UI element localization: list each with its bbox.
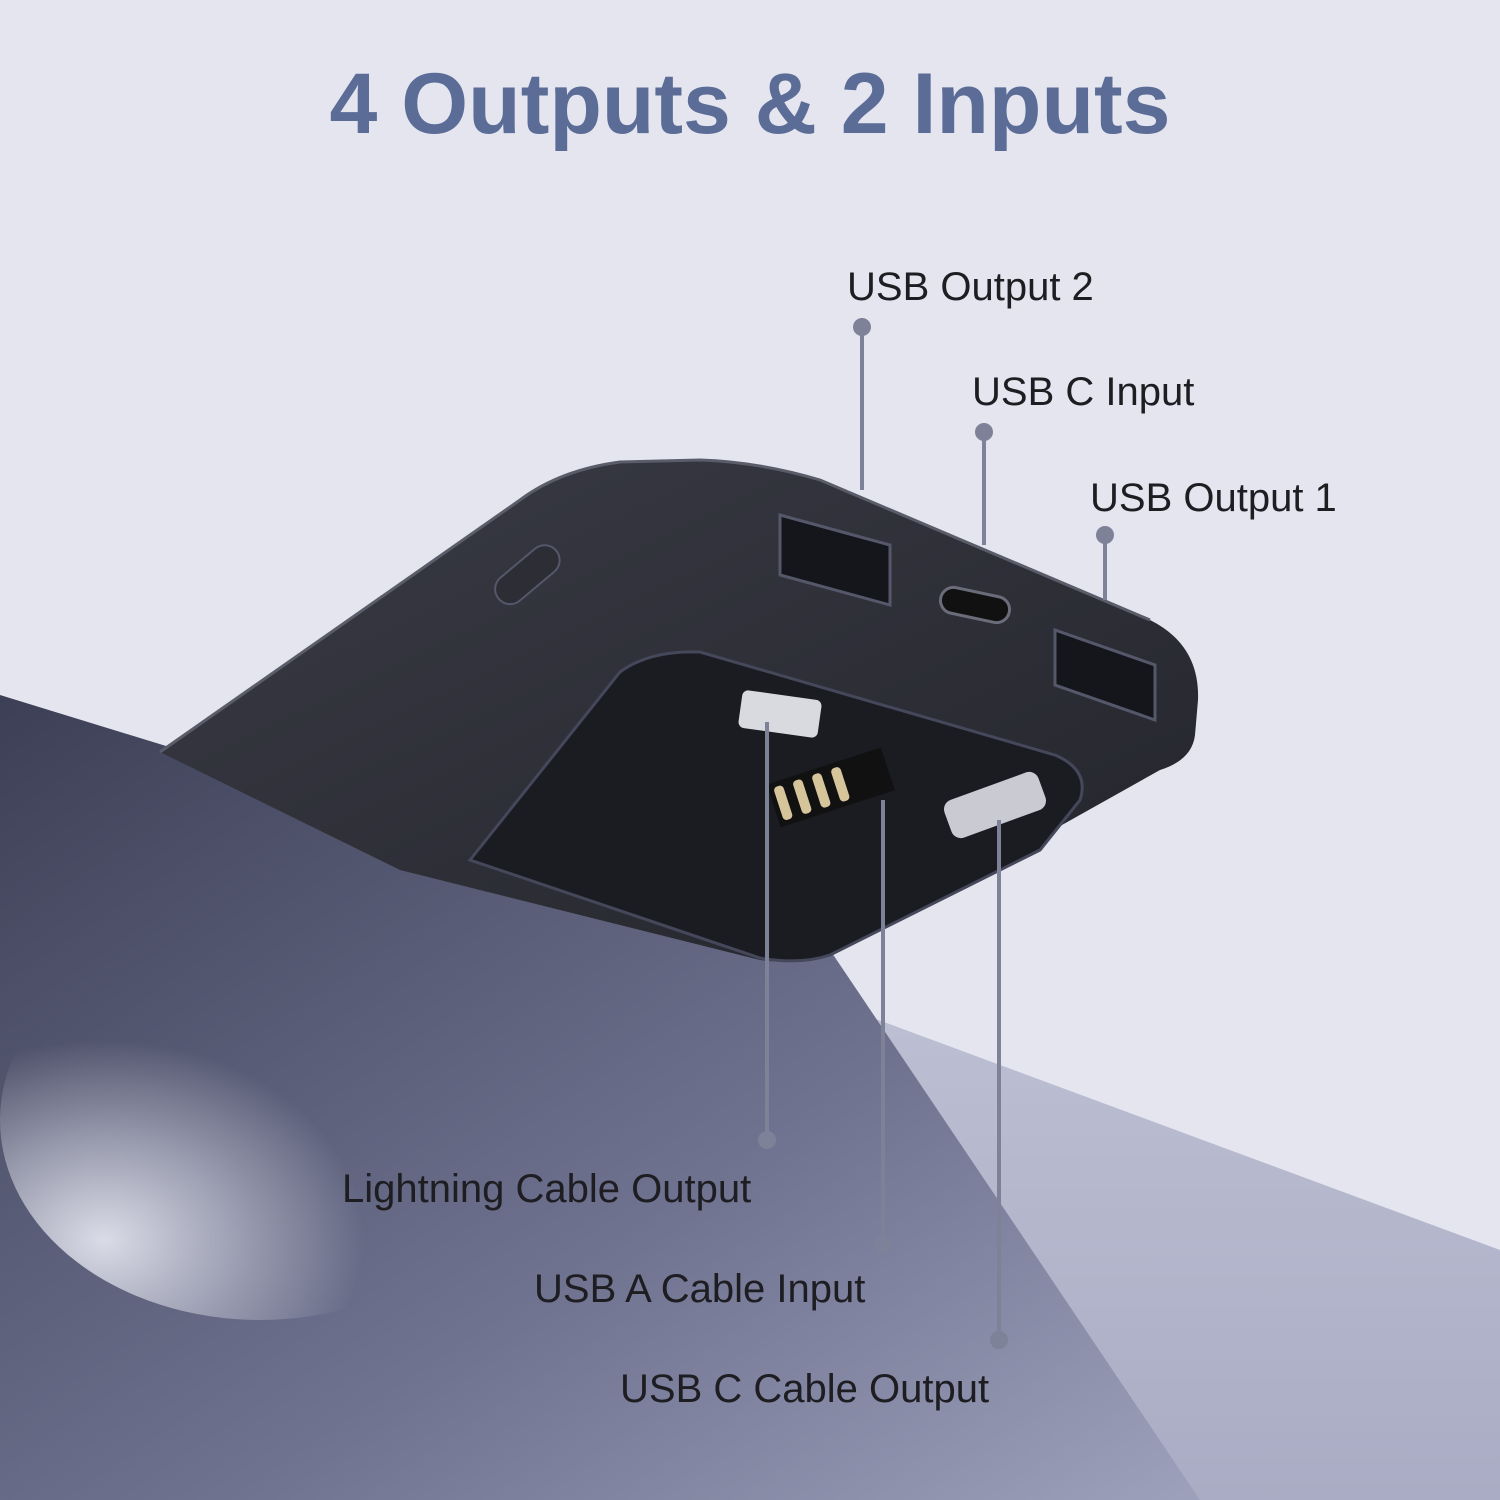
power-bank (159, 458, 1199, 963)
label-usb-c-cable-output: USB C Cable Output (620, 1367, 990, 1411)
lightning-connector (738, 690, 822, 738)
headline: 4 Outputs & 2 Inputs (329, 56, 1171, 152)
usb-c-input-port (938, 585, 1012, 625)
label-usb-a-cable-input: USB A Cable Input (534, 1267, 866, 1311)
light-glow (0, 920, 520, 1320)
label-usb-output-1: USB Output 1 (1090, 476, 1337, 520)
power-button (494, 544, 561, 606)
label-usb-output-2: USB Output 2 (847, 265, 1094, 309)
usb-a-connector (766, 747, 895, 828)
usb-c-connector (943, 771, 1047, 839)
usb-output-2-port (778, 513, 892, 607)
usb-output-1-port (1053, 627, 1157, 723)
label-usb-c-input: USB C Input (972, 370, 1195, 414)
label-lightning-cable-output: Lightning Cable Output (342, 1167, 752, 1211)
